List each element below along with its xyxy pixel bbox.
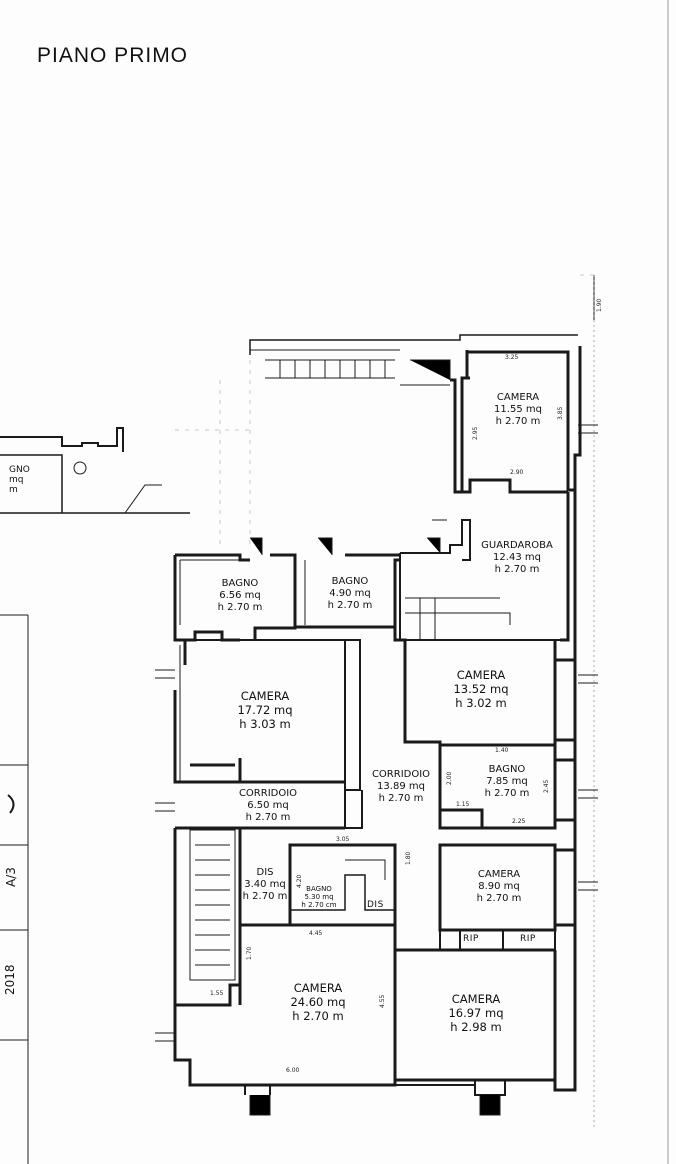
room-name: BAGNO bbox=[221, 578, 259, 589]
dim-label: 2.95 bbox=[472, 426, 479, 440]
room-label-camera-6: CAMERA 16.97 mq h 2.98 m bbox=[448, 992, 503, 1034]
room-area: 6.56 mq bbox=[219, 590, 261, 601]
room-height: h 3.03 m bbox=[239, 717, 291, 731]
dim-label: 2.00 bbox=[446, 771, 453, 785]
dim-label: 3.85 bbox=[557, 406, 564, 420]
room-label-guardaroba: GUARDAROBA 12.43 mq h 2.70 m bbox=[481, 540, 553, 576]
page-title: PIANO PRIMO bbox=[37, 44, 189, 67]
room-name: CORRIDOIO bbox=[371, 769, 431, 780]
room-height: h 2.70 m bbox=[378, 793, 424, 804]
room-area: 11.55 mq bbox=[494, 404, 542, 415]
room-name: CAMERA bbox=[496, 392, 540, 403]
room-label-bagno-2: BAGNO 4.90 mq h 2.70 m bbox=[328, 576, 373, 612]
room-area: 6.50 mq bbox=[247, 800, 289, 811]
room-label-camera-5: CAMERA 24.60 mq h 2.70 m bbox=[290, 981, 345, 1023]
room-name: GUARDAROBA bbox=[481, 540, 553, 551]
room-area: 5.30 mq bbox=[304, 893, 334, 901]
room-area: 8.90 mq bbox=[478, 881, 520, 892]
dim-label: 6.00 bbox=[286, 1067, 300, 1074]
room-label-camera-3: CAMERA 17.72 mq h 3.03 m bbox=[237, 689, 292, 731]
room-label-bagno-1: BAGNO 6.56 mq h 2.70 m bbox=[218, 578, 263, 614]
dim-label: 1.70 bbox=[246, 946, 253, 960]
room-label-corridoio-1: CORRIDOIO 13.89 mq h 2.70 m bbox=[372, 769, 430, 805]
room-label-corridoio-2: CORRIDOIO 6.50 mq h 2.70 m bbox=[239, 788, 297, 824]
room-height: h 2.70 m bbox=[242, 891, 288, 902]
dim-label: 1.80 bbox=[405, 851, 412, 865]
room-height: h 2.70 m bbox=[245, 812, 291, 823]
room-height: h 2.70 m bbox=[494, 564, 540, 575]
room-height: h 2.70 m bbox=[484, 788, 530, 799]
room-area: 16.97 mq bbox=[448, 1006, 504, 1020]
dim-label: 2.25 bbox=[512, 818, 526, 825]
room-name: CORRIDOIO bbox=[238, 788, 298, 799]
room-height: h 2.98 m bbox=[450, 1020, 502, 1034]
room-area: 12.43 mq bbox=[493, 552, 541, 563]
room-height: h 2.70 m bbox=[476, 893, 522, 904]
room-name: CAMERA bbox=[240, 689, 290, 703]
room-height: h 2.70 m bbox=[327, 600, 373, 611]
room-area: 13.52 mq bbox=[453, 682, 509, 696]
dim-label: 4.55 bbox=[379, 994, 386, 1008]
fragment-height: m bbox=[9, 485, 18, 495]
rip-1-tag: RIP bbox=[463, 934, 479, 944]
room-area: 13.89 mq bbox=[377, 781, 425, 792]
dim-label: 1.40 bbox=[495, 747, 509, 754]
room-height: h 2.70 m bbox=[217, 602, 263, 613]
room-area: 7.85 mq bbox=[486, 776, 528, 787]
dim-label: 3.25 bbox=[505, 354, 519, 361]
fragment-area: mq bbox=[9, 475, 24, 485]
room-label-camera-4: CAMERA 8.90 mq h 2.70 m bbox=[477, 869, 522, 905]
room-name: CAMERA bbox=[451, 992, 501, 1006]
room-name: BAGNO bbox=[488, 764, 526, 775]
fragment-name: GNO bbox=[9, 465, 30, 475]
rip-2-tag: RIP bbox=[520, 934, 536, 944]
room-height: h 3.02 m bbox=[455, 696, 507, 710]
dim-label: 4.20 bbox=[296, 874, 303, 888]
room-height: h 2.70 m bbox=[495, 416, 541, 427]
dim-label: 3.05 bbox=[336, 836, 350, 843]
left-fragment-label: GNO mq m bbox=[9, 465, 30, 495]
dim-label: 2.90 bbox=[510, 469, 524, 476]
room-height: h 2.70 cm bbox=[301, 901, 337, 909]
room-name: BAGNO bbox=[306, 885, 332, 893]
room-name: DIS bbox=[256, 867, 274, 878]
room-label-bagno-4: BAGNO 5.30 mq h 2.70 cm bbox=[301, 885, 336, 909]
sheet-year: 2018 bbox=[3, 964, 17, 995]
dis-2-tag: DIS bbox=[367, 900, 384, 910]
dim-label: 4.45 bbox=[309, 930, 323, 937]
room-name: CAMERA bbox=[477, 869, 521, 880]
room-label-camera-1: CAMERA 11.55 mq h 2.70 m bbox=[494, 392, 542, 428]
room-area: 17.72 mq bbox=[237, 703, 293, 717]
sheet-code: A/3 bbox=[4, 867, 18, 887]
room-label-bagno-3: BAGNO 7.85 mq h 2.70 m bbox=[485, 764, 530, 800]
room-name: CAMERA bbox=[456, 668, 506, 682]
room-label-dis-1: DIS 3.40 mq h 2.70 m bbox=[243, 867, 288, 903]
room-label-camera-2: CAMERA 13.52 mq h 3.02 m bbox=[453, 668, 508, 710]
room-name: BAGNO bbox=[331, 576, 369, 587]
room-name: CAMERA bbox=[293, 981, 343, 995]
dim-label: 1.15 bbox=[456, 801, 470, 808]
room-area: 4.90 mq bbox=[329, 588, 371, 599]
room-area: 3.40 mq bbox=[244, 879, 286, 890]
room-height: h 2.70 m bbox=[292, 1009, 344, 1023]
room-area: 24.60 mq bbox=[290, 995, 346, 1009]
dim-label: 1.90 bbox=[596, 298, 603, 312]
dim-label: 1.55 bbox=[210, 990, 224, 997]
dim-label: 2.45 bbox=[543, 779, 550, 793]
